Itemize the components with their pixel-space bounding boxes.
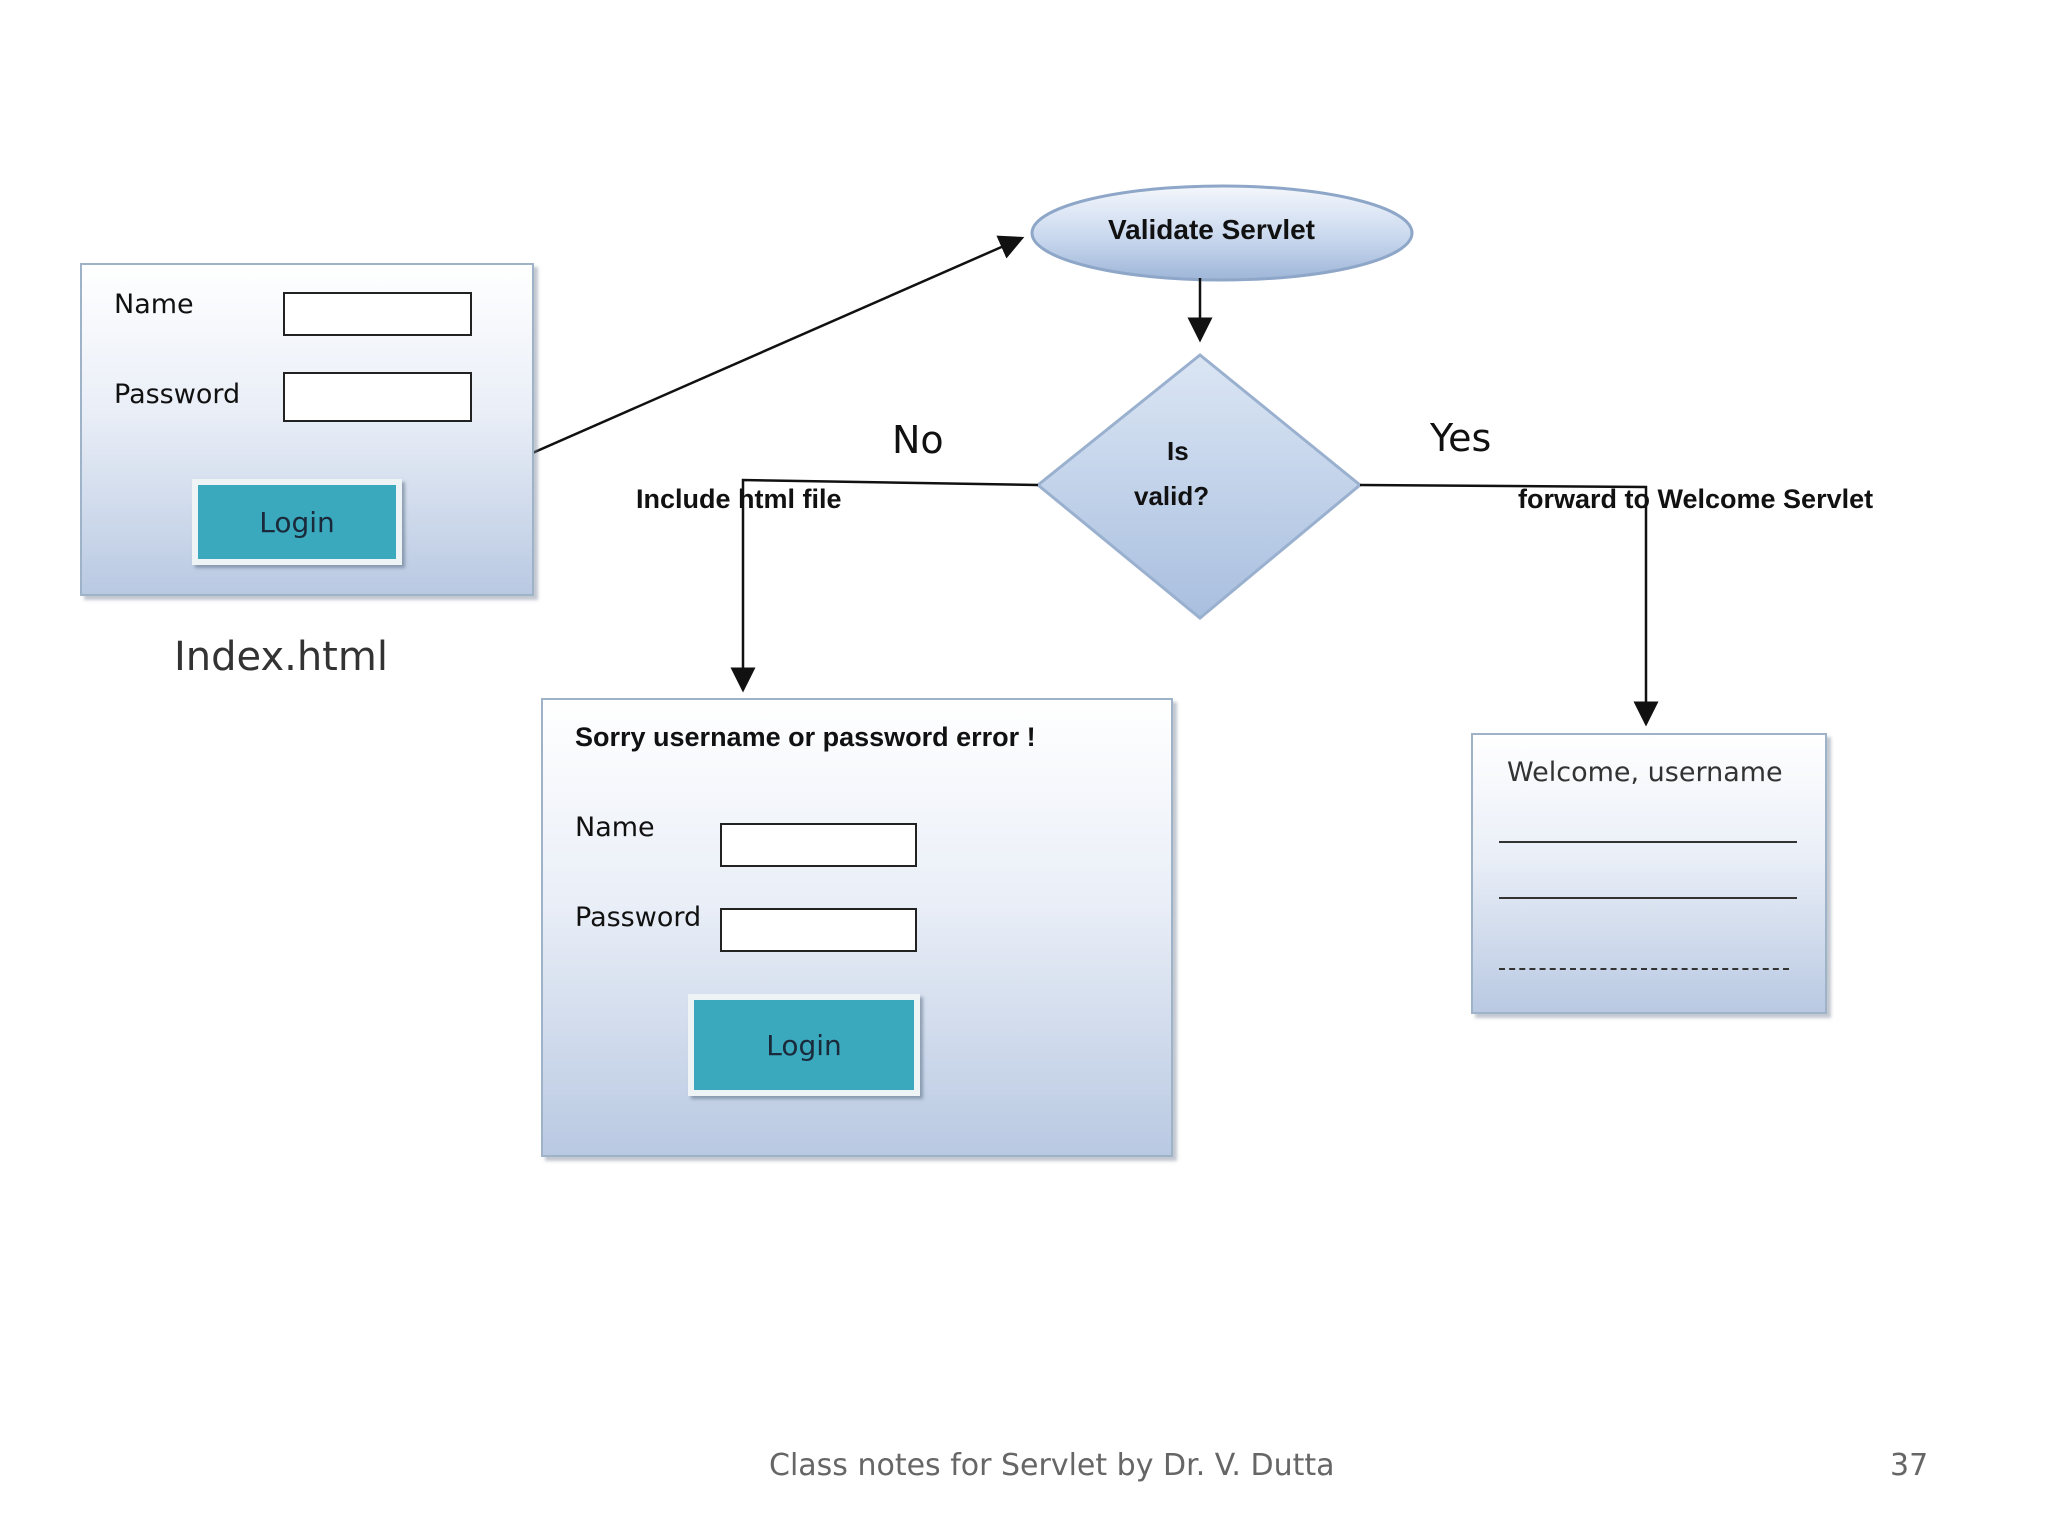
name-label: Name (114, 289, 194, 320)
welcome-content-line-1 (1499, 841, 1797, 843)
password-label: Password (114, 379, 241, 410)
validate-servlet-label: Validate Servlet (1108, 214, 1316, 245)
welcome-panel: Welcome, username (1471, 733, 1827, 1014)
welcome-content-line-3 (1499, 968, 1789, 970)
index-login-form: Name Password Login (80, 263, 534, 596)
page-number: 37 (1890, 1448, 1929, 1483)
footer-text: Class notes for Servlet by Dr. V. Dutta (769, 1448, 1335, 1483)
error-name-label: Name (575, 812, 655, 843)
welcome-content-line-2 (1499, 897, 1797, 899)
error-password-label: Password (575, 902, 702, 933)
yes-branch-label: Yes (1430, 416, 1492, 460)
forward-to-welcome-label: forward to Welcome Servlet (1518, 484, 1874, 514)
no-branch-label: No (892, 418, 944, 462)
error-login-form: Sorry username or password error ! Name … (541, 698, 1173, 1157)
decision-label-line1: Is (1167, 436, 1189, 466)
error-message: Sorry username or password error ! (575, 722, 1036, 752)
error-login-button[interactable]: Login (688, 994, 920, 1096)
name-input[interactable] (283, 292, 472, 336)
arrow-yes-branch (1359, 483, 1659, 727)
arrow-no-branch (730, 478, 1039, 693)
error-password-input[interactable] (720, 908, 917, 952)
login-button[interactable]: Login (192, 479, 402, 565)
index-html-caption: Index.html (174, 634, 388, 680)
error-name-input[interactable] (720, 823, 917, 867)
include-html-file-label: Include html file (636, 484, 842, 514)
welcome-message: Welcome, username (1507, 757, 1783, 788)
decision-node (1035, 353, 1363, 620)
validate-servlet-node (1030, 184, 1414, 282)
password-input[interactable] (283, 372, 472, 422)
decision-label-line2: valid? (1134, 481, 1210, 511)
